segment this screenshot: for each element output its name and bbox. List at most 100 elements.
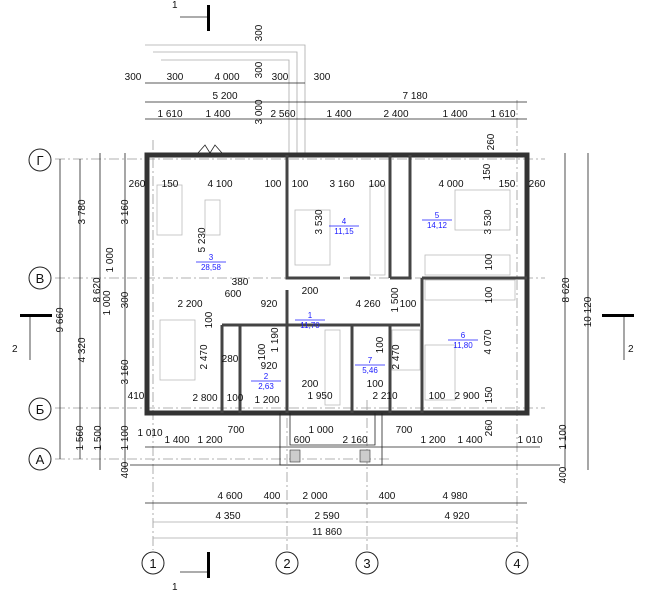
room-area: 11,70 [300, 321, 320, 330]
dimension-label: 100 [292, 179, 309, 190]
dimension-label: 1 560 [75, 425, 86, 450]
dimension-label: 3 530 [483, 209, 494, 234]
room-area: 11,15 [334, 227, 354, 236]
dimension-label: 9 660 [55, 307, 66, 332]
dimension-label: 11 860 [312, 527, 342, 538]
axis-row-marker-circle [28, 397, 52, 421]
dimension-label: 2 000 [302, 491, 327, 502]
dimension-label: 150 [484, 386, 495, 403]
dimension-label: 200 [302, 286, 319, 297]
dimension-label: 1 100 [120, 425, 131, 450]
dimension-label: 300 [120, 291, 131, 308]
dimension-label: 100 [227, 393, 244, 404]
dimension-label: 300 [167, 72, 184, 83]
room-area: 14,12 [427, 221, 448, 230]
dimension-label: 1 010 [137, 428, 162, 439]
room-4-label: 411,15 [329, 217, 359, 236]
dimension-label: 1 610 [157, 109, 182, 120]
dimension-label: 400 [264, 491, 281, 502]
section-label-left: 2 [12, 344, 18, 355]
dimension-label: 4 350 [215, 511, 240, 522]
axis-row-marker: Г [36, 153, 43, 168]
dimension-label: 2 590 [314, 511, 339, 522]
dimension-label: 1 100 [558, 424, 569, 449]
room-5-label: 514,12 [422, 211, 452, 230]
axis-col-marker-circle [355, 551, 379, 575]
room-2-label: 22,63 [251, 372, 281, 391]
dimension-label: 1 400 [205, 109, 230, 120]
room-number: 2 [264, 372, 269, 381]
dimension-label: 700 [228, 425, 245, 436]
dimension-label: 2 900 [454, 391, 479, 402]
dimension-label: 700 [396, 425, 413, 436]
dimension-label: 100 [257, 343, 268, 360]
dimension-label: 10 120 [583, 296, 594, 327]
dimension-label: 300 [254, 24, 265, 41]
dimension-label: 1 200 [197, 435, 222, 446]
dimension-label: 400 [379, 491, 396, 502]
dimension-label: 260 [486, 133, 497, 150]
axis-col-marker-circle [505, 551, 529, 575]
section-label-top: 1 [172, 0, 178, 11]
dimension-label: 1 000 [308, 425, 333, 436]
dimension-label: 400 [558, 466, 569, 483]
axis-row-marker-circle [28, 447, 52, 471]
axis-col-marker: 1 [149, 556, 156, 571]
dimension-label: 2 160 [342, 435, 367, 446]
furniture [156, 184, 516, 406]
room-1-label: 111,70 [295, 311, 325, 330]
room-area: 28,58 [201, 263, 222, 272]
room-area: 2,63 [258, 382, 274, 391]
dimension-label: 4 100 [207, 179, 232, 190]
axis-col-marker: 4 [513, 556, 520, 571]
dimension-label: 1 500 [390, 287, 401, 312]
dimension-label: 100 [204, 311, 215, 328]
dimension-label: 5 230 [197, 227, 208, 252]
dimension-label: 1 000 [102, 290, 113, 315]
dimension-label: 260 [529, 179, 546, 190]
room-number: 7 [368, 356, 373, 365]
room-number: 5 [435, 211, 440, 220]
dimension-label: 100 [375, 336, 386, 353]
axis-col-marker-circle [141, 551, 165, 575]
dimension-label: 1 000 [105, 247, 116, 272]
dimension-label: 100 [484, 253, 495, 270]
dimension-label: 300 [272, 72, 289, 83]
dimension-label: 600 [294, 435, 311, 446]
dimension-label: 3 780 [77, 199, 88, 224]
dimension-label: 1 950 [307, 391, 332, 402]
dimension-label: 4 980 [442, 491, 467, 502]
dimension-label: 4 320 [77, 337, 88, 362]
dimension-label: 150 [499, 179, 516, 190]
dimension-label: 300 [314, 72, 331, 83]
room-number: 6 [461, 331, 466, 340]
dimension-label: 920 [261, 361, 278, 372]
dimension-label: 3 000 [254, 99, 265, 124]
dimension-label: 300 [125, 72, 142, 83]
axis-row-marker: В [36, 271, 45, 286]
dimension-label: 1 500 [93, 425, 104, 450]
dimension-label: 3 530 [314, 209, 325, 234]
dimension-label: 100 [400, 299, 417, 310]
dimension-label: 1 200 [254, 395, 279, 406]
dimension-label: 200 [302, 379, 319, 390]
dimension-label: 4 000 [438, 179, 463, 190]
dimension-label: 5 200 [212, 91, 237, 102]
dimension-label: 100 [369, 179, 386, 190]
dimension-label: 260 [129, 179, 146, 190]
dimension-label: 100 [484, 286, 495, 303]
room-3-label: 328,58 [196, 253, 226, 272]
axis-row-marker: А [36, 452, 45, 467]
dimension-lines [59, 44, 589, 539]
dimension-label: 150 [162, 179, 179, 190]
dimension-label: 260 [484, 419, 495, 436]
dimension-label: 1 400 [457, 435, 482, 446]
dimension-label: 1 400 [326, 109, 351, 120]
dimension-label: 2 800 [192, 393, 217, 404]
room-number: 1 [308, 311, 313, 320]
dimension-label: 3 160 [120, 359, 131, 384]
dimension-label: 380 [232, 277, 249, 288]
